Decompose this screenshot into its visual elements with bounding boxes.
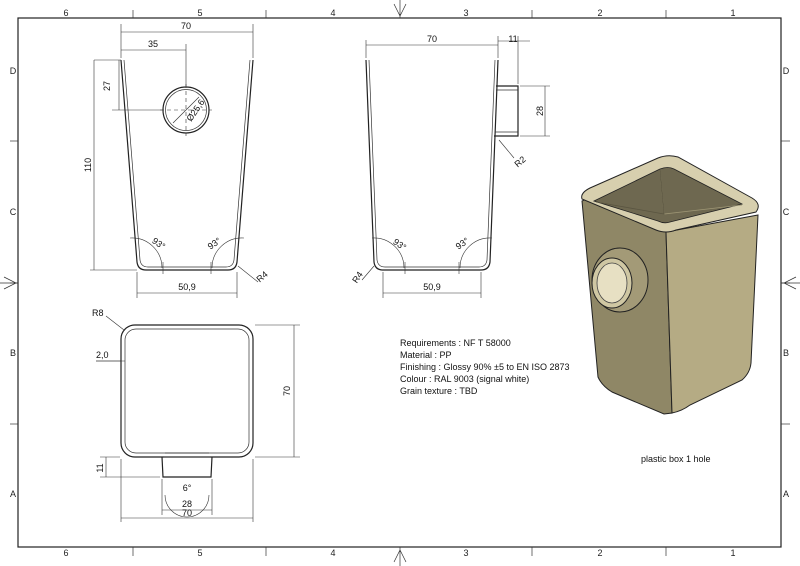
zone-label: C (783, 207, 790, 217)
zone-label: D (783, 66, 790, 76)
dim-side-angle-right: 93° (454, 235, 471, 251)
zone-label: 6 (63, 548, 68, 558)
zone-label: D (10, 66, 17, 76)
frame-row-labels-left: D C B A (10, 66, 17, 499)
render-caption: plastic box 1 hole (641, 454, 711, 464)
dim-side-spout-radius: R2 (512, 154, 527, 169)
zone-label: 3 (463, 548, 468, 558)
dim-top-spout-width: 28 (182, 499, 192, 509)
dim-top-depth: 70 (282, 386, 292, 396)
zone-label: 3 (463, 8, 468, 18)
dim-side-bottom-width: 50,9 (423, 282, 441, 292)
zone-label: 2 (597, 548, 602, 558)
note-line: Grain texture : TBD (400, 386, 478, 396)
dim-side-angle-left: 93° (391, 237, 408, 253)
note-line: Finishing : Glossy 90% ±5 to EN ISO 2873 (400, 362, 570, 372)
frame-row-labels-right: D C B A (783, 66, 790, 499)
dim-side-width: 70 (427, 34, 437, 44)
zone-label: 5 (197, 8, 202, 18)
zone-label: 6 (63, 8, 68, 18)
zone-label: 4 (330, 548, 335, 558)
zone-label: 2 (597, 8, 602, 18)
note-line: Material : PP (400, 350, 452, 360)
zone-label: B (783, 348, 789, 358)
dim-front-width: 70 (181, 21, 191, 31)
dim-front-corner-radius: R4 (254, 269, 269, 284)
dim-top-width: 70 (182, 508, 192, 518)
note-line: Requirements : NF T 58000 (400, 338, 511, 348)
zone-label: B (10, 348, 16, 358)
dim-top-spout-angle: 6° (183, 483, 192, 493)
dim-front-height: 110 (83, 158, 93, 172)
dim-side-spout-height: 28 (535, 106, 545, 116)
zone-label: 1 (730, 8, 735, 18)
front-view (90, 24, 259, 298)
dim-side-corner-radius: R4 (350, 270, 365, 285)
dim-front-hole-offset: 35 (148, 39, 158, 49)
dim-top-wall: 2,0 (96, 350, 109, 360)
dim-front-angle-left: 93° (150, 236, 167, 252)
dim-front-angle-right: 93° (206, 235, 223, 251)
dim-top-spout-length: 11 (95, 463, 105, 472)
dim-front-bottom-width: 50,9 (178, 282, 196, 292)
requirements-note: Requirements : NF T 58000 Material : PP … (400, 337, 570, 397)
zone-label: 1 (730, 548, 735, 558)
hole-inner-circle (165, 89, 207, 131)
dim-front-hole-height: 27 (102, 81, 112, 91)
zone-label: 5 (197, 548, 202, 558)
dim-side-spout-length: 11 (508, 34, 517, 44)
frame-column-labels-bottom: 6 5 4 3 2 1 (63, 548, 735, 558)
top-view (96, 315, 300, 522)
note-line: Colour : RAL 9003 (signal white) (400, 374, 530, 384)
zone-label: A (10, 489, 16, 499)
side-view (361, 36, 550, 298)
dim-top-corner-radius: R8 (92, 308, 104, 318)
zone-label: A (783, 489, 789, 499)
box-3d-render (581, 155, 759, 415)
frame-column-labels-top: 6 5 4 3 2 1 (63, 8, 735, 18)
zone-label: 4 (330, 8, 335, 18)
drawing-border (17, 17, 782, 548)
zone-label: C (10, 207, 17, 217)
